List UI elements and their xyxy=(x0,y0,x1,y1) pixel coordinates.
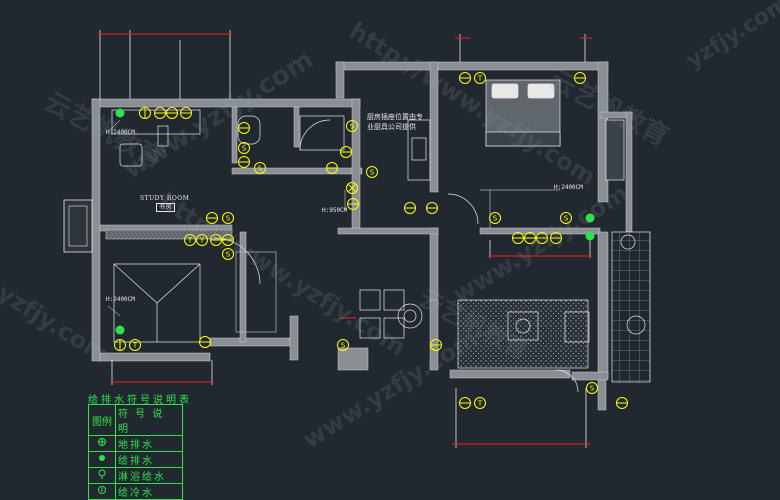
socket-icon xyxy=(222,234,234,246)
furniture xyxy=(111,79,651,393)
socket-icon xyxy=(404,202,416,214)
room-label: STUDY ROOM 书房 xyxy=(140,195,190,212)
legend-text: 地排水 xyxy=(115,435,183,452)
socket-icon xyxy=(238,156,250,168)
socket-icon xyxy=(326,162,338,174)
svg-text:S: S xyxy=(226,251,231,259)
switch-icon: S xyxy=(489,212,501,224)
socket-icon xyxy=(512,232,524,244)
socket-icon xyxy=(536,232,548,244)
socket-icon xyxy=(206,212,218,224)
svg-text:T: T xyxy=(477,75,483,83)
svg-text:T: T xyxy=(132,342,138,350)
height-label-kitchen: H:950CM xyxy=(322,207,348,214)
legend-title: 给排水符号说明表 xyxy=(88,395,192,406)
legend-header-icon-col: 图例 xyxy=(88,404,116,436)
switch-icon: S xyxy=(366,166,378,178)
svg-text:S: S xyxy=(341,342,346,350)
socket-icon xyxy=(459,397,471,409)
height-label-study-lower: H:2400CM xyxy=(106,296,135,303)
switch-icon: S xyxy=(222,212,234,224)
kitchen-note: 厨房插座位置由专 业厨具公司提供 xyxy=(367,113,423,131)
svg-text:S: S xyxy=(590,385,595,393)
svg-text:T: T xyxy=(187,237,193,245)
dimension-ticks xyxy=(98,33,592,445)
guide-lines xyxy=(107,119,560,317)
switch-icon: S xyxy=(560,212,572,224)
legend-table: 图例 符 号 说 明 地排水 给排水 淋浴给水 给冷水 xyxy=(88,404,183,500)
tv-socket-icon: T xyxy=(129,339,141,351)
legend-row: 地排水 xyxy=(88,435,183,452)
switch-icon: S xyxy=(586,382,598,394)
svg-text:S: S xyxy=(370,169,375,177)
socket-icon xyxy=(154,107,166,119)
cold-water-icon xyxy=(98,486,106,494)
legend-text: 给冷水 xyxy=(115,483,183,500)
socket-icon xyxy=(238,122,250,134)
socket-icon xyxy=(459,72,471,84)
legend-row: 淋浴给水 xyxy=(88,467,183,484)
switch-icon: S xyxy=(238,142,250,154)
switch-icon: S xyxy=(337,339,349,351)
switch-icon: S xyxy=(346,120,358,132)
windows xyxy=(63,199,277,333)
svg-text:S: S xyxy=(242,145,247,153)
water-point-icon xyxy=(585,213,595,223)
socket-icon: Y xyxy=(196,234,208,246)
shower-supply-icon xyxy=(98,469,106,479)
tv-socket-icon: T xyxy=(474,397,486,409)
socket-icon xyxy=(199,336,211,348)
socket-icon xyxy=(524,232,536,244)
water-point-icon xyxy=(115,108,125,118)
svg-text:Y: Y xyxy=(199,237,205,245)
socket-icon xyxy=(210,234,222,246)
water-point-icon xyxy=(585,231,595,241)
socket-icon xyxy=(616,397,628,409)
dimension-lines xyxy=(99,30,591,448)
height-label-bedroom: H:2400CM xyxy=(554,184,583,191)
socket-icon xyxy=(347,198,359,210)
legend-text: 给排水 xyxy=(115,451,183,468)
svg-text:S: S xyxy=(564,215,569,223)
tv-socket-icon: T xyxy=(184,234,196,246)
legend-header-row: 图例 符 号 说 明 xyxy=(88,404,183,436)
legend-text: 淋浴给水 xyxy=(115,467,183,484)
svg-text:S: S xyxy=(258,165,263,173)
socket-icon xyxy=(180,107,192,119)
svg-text:S: S xyxy=(226,215,231,223)
socket-icon xyxy=(166,107,178,119)
legend-row: 给排水 xyxy=(88,451,183,468)
switch-icon: S xyxy=(222,248,234,260)
water-drain-icon xyxy=(99,455,105,461)
walls xyxy=(91,61,633,411)
socket-icon xyxy=(426,202,438,214)
svg-text:S: S xyxy=(493,215,498,223)
water-point-icon xyxy=(115,325,125,335)
svg-text:S: S xyxy=(350,123,355,131)
legend-header-desc-col: 符 号 说 明 xyxy=(115,404,183,436)
switch-icon: S xyxy=(254,162,266,174)
cold-water-icon xyxy=(114,339,126,351)
svg-text:T: T xyxy=(477,400,483,408)
tv-socket-icon: T xyxy=(474,72,486,84)
light-icon xyxy=(346,182,358,194)
socket-icon xyxy=(574,72,586,84)
socket-icon xyxy=(340,146,352,158)
floor-drain-icon xyxy=(98,438,106,446)
socket-icon xyxy=(550,232,562,244)
cold-water-icon xyxy=(139,107,151,119)
socket-icon xyxy=(430,339,442,351)
height-label-study: H:2400CM xyxy=(106,129,135,136)
legend-row: 给冷水 xyxy=(88,483,183,500)
